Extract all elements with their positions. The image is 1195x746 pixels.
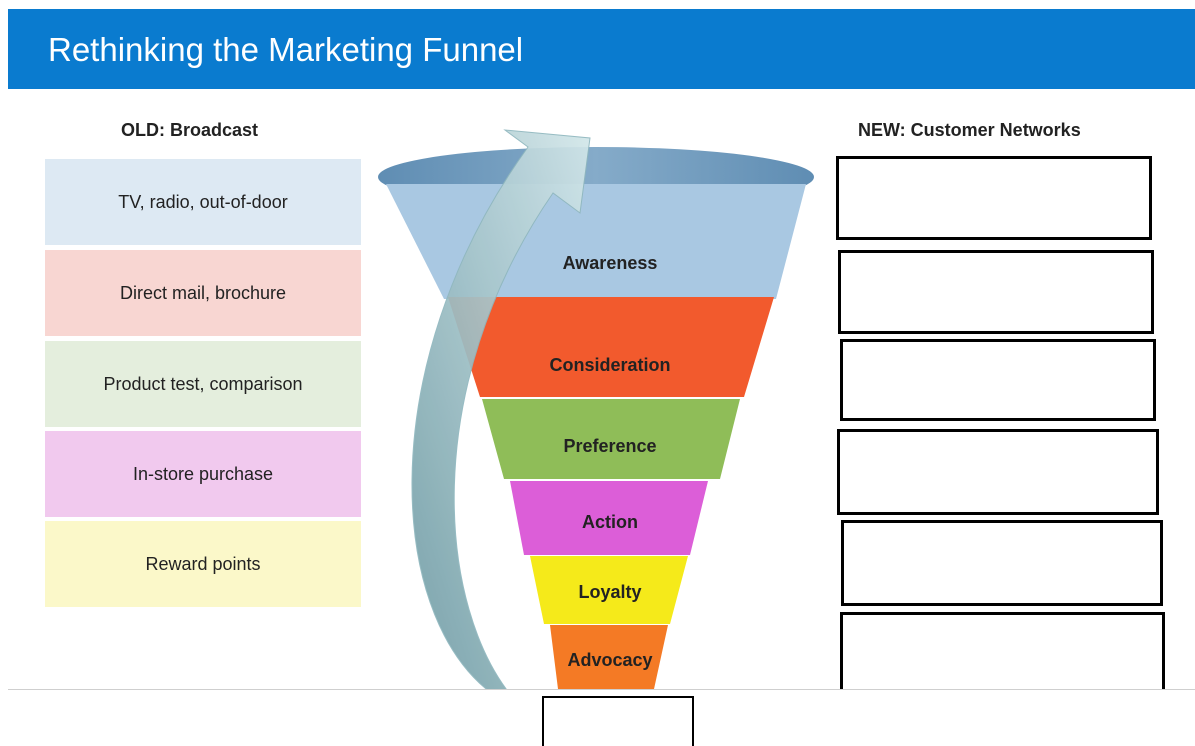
stage-label-advocacy: Advocacy <box>567 650 652 670</box>
funnel-stage-loyalty <box>530 556 688 624</box>
old-item-reward-points: Reward points <box>45 521 361 607</box>
slide: Rethinking the Marketing Funnel OLD: Bro… <box>8 9 1195 690</box>
new-answer-box-1[interactable] <box>836 156 1152 240</box>
new-answer-box-3[interactable] <box>840 339 1156 421</box>
curved-arrow-icon <box>411 129 591 689</box>
new-answer-box-4[interactable] <box>837 429 1159 515</box>
slide-title: Rethinking the Marketing Funnel <box>48 31 524 68</box>
old-item-product-test: Product test, comparison <box>45 341 361 427</box>
funnel-stage-preference <box>482 399 740 479</box>
new-answer-box-5[interactable] <box>841 520 1163 606</box>
funnel-stage-consideration <box>448 297 774 397</box>
title-bar: Rethinking the Marketing Funnel <box>8 9 1195 89</box>
old-item-direct-mail: Direct mail, brochure <box>45 250 361 336</box>
stage-label-preference: Preference <box>563 436 656 456</box>
funnel-stage-awareness <box>386 184 806 299</box>
funnel-stage-advocacy <box>550 625 668 689</box>
new-customer-networks-heading: NEW: Customer Networks <box>858 120 1081 140</box>
stage-label-awareness: Awareness <box>563 253 658 273</box>
stage-label-action: Action <box>582 512 638 532</box>
marketing-funnel: Awareness Consideration Preference Actio… <box>378 129 814 689</box>
old-item-tv-radio: TV, radio, out-of-door <box>45 159 361 245</box>
funnel-stage-action <box>510 481 708 555</box>
new-answer-box-6[interactable] <box>840 612 1165 689</box>
drop-target-box[interactable] <box>542 696 694 746</box>
new-answer-box-2[interactable] <box>838 250 1154 334</box>
old-broadcast-heading: OLD: Broadcast <box>121 120 259 140</box>
old-item-in-store: In-store purchase <box>45 431 361 517</box>
stage-label-loyalty: Loyalty <box>578 582 641 602</box>
stage-label-consideration: Consideration <box>549 355 670 375</box>
